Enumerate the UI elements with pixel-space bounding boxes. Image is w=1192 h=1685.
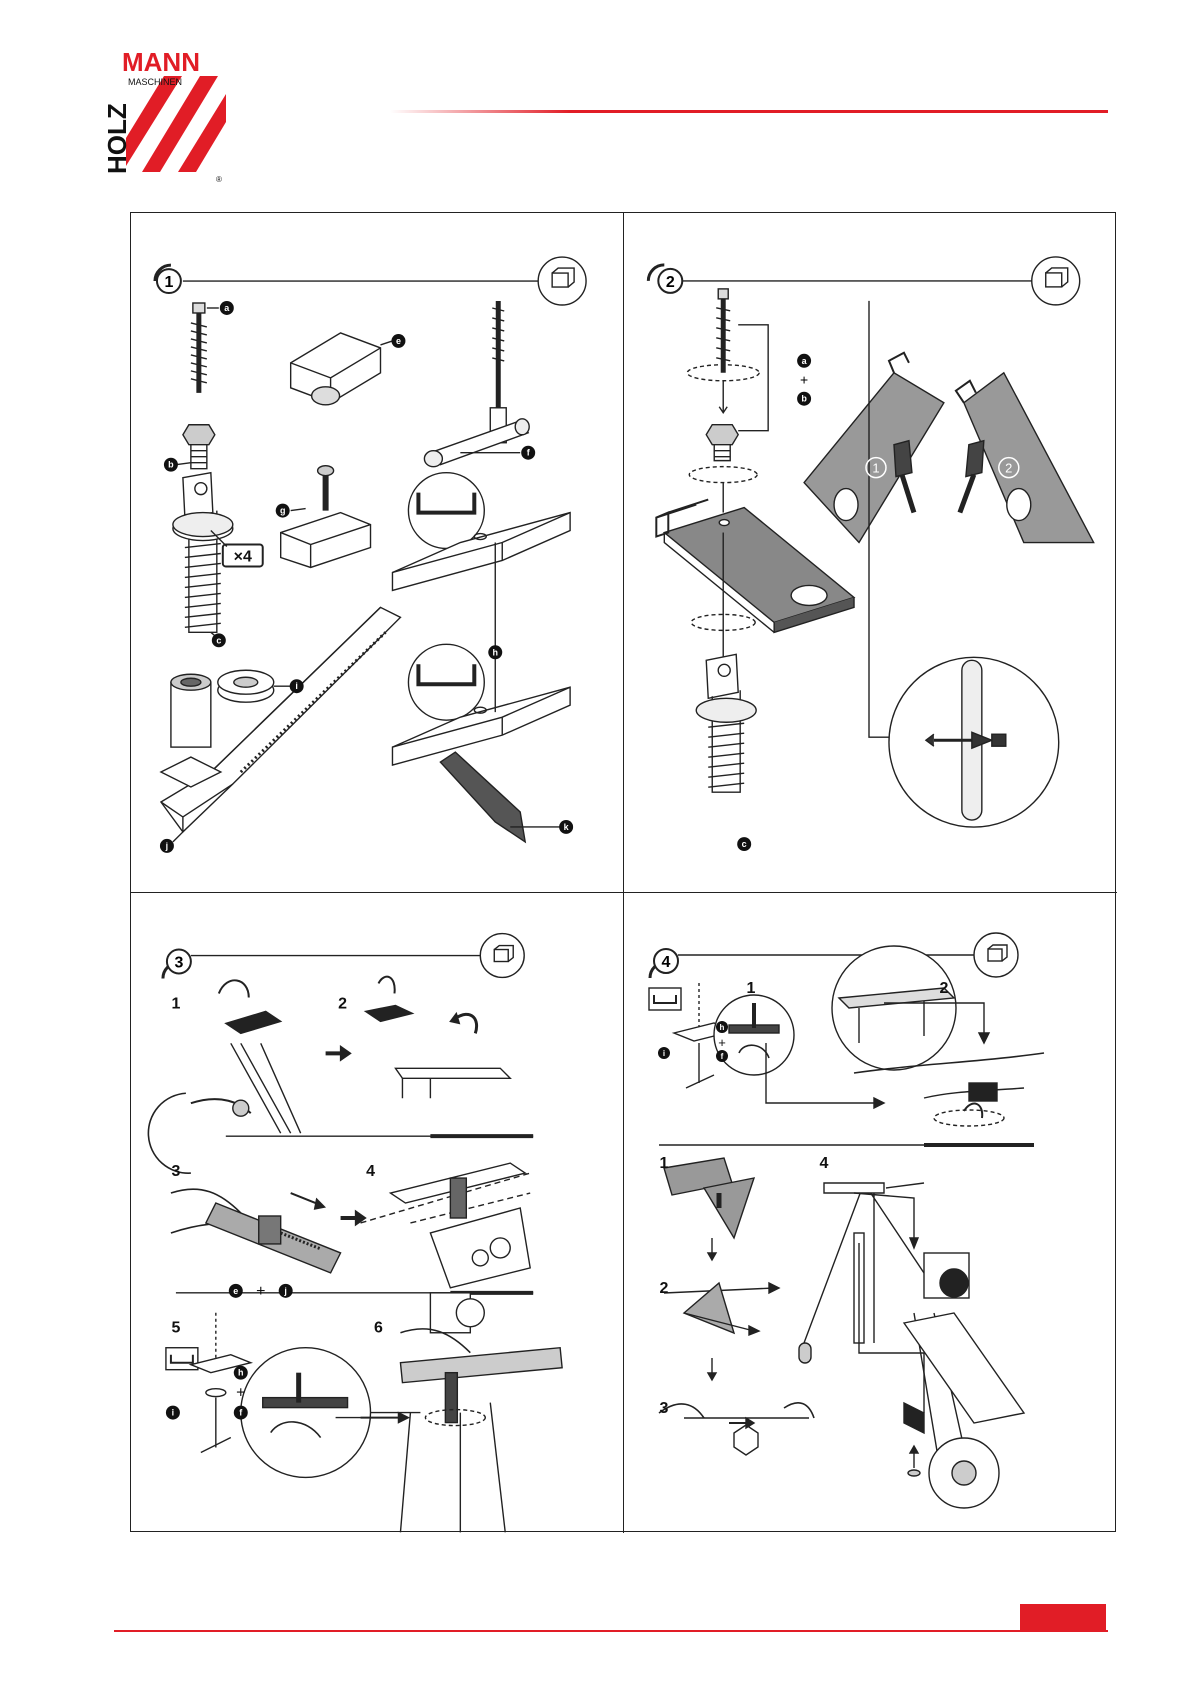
label-h: h [720,1023,725,1032]
label-h: h [493,647,498,657]
sub-step-1: 1 [171,995,180,1012]
panel-step-1: 1 a b c e f g h i j k ×4 [131,213,624,893]
bracket-2-label: 2 [1005,461,1012,476]
label-b: b [168,460,174,470]
header-rule [390,110,1108,113]
sub-step-1: 1 [747,980,756,997]
step-number: 1 [164,274,173,291]
logo-name: MANN [122,48,200,77]
plus-sign: + [800,372,808,388]
sub-step-2: 2 [338,995,347,1012]
label-c: c [216,635,221,645]
label-i: i [295,681,298,691]
footer-rule [114,1630,1108,1632]
holzmann-logo: MANN MASCHINEN HOLZ ® [104,48,244,184]
step-4-illustration: 4 1 2 1 2 3 4 h i f + [624,893,1117,1533]
sub-step-2: 2 [940,980,949,997]
label-j: j [165,841,169,851]
quantity-label: ×4 [234,548,252,565]
sub-step-4: 4 [366,1163,375,1180]
label-b: b [801,394,807,404]
bracket-1-label: 1 [872,461,879,476]
label-g: g [280,506,285,516]
logo-reg: ® [216,175,222,184]
label-i: i [172,1408,175,1418]
label-c: c [742,839,747,849]
panel-step-4: 4 1 2 1 2 3 4 h i f + [624,893,1117,1533]
lower-sub-step-3: 3 [660,1400,669,1417]
lower-sub-step-4: 4 [820,1155,829,1172]
label-f: f [239,1408,242,1418]
assembly-grid: 1 a b c e f g h i j k ×4 [130,212,1116,1532]
panel-step-2: 2 a b c + 1 2 [624,213,1117,893]
label-e: e [233,1286,238,1296]
step-number: 2 [666,274,675,291]
logo-sub: MASCHINEN [128,77,182,87]
label-f: f [721,1052,724,1061]
sub-step-5: 5 [171,1320,180,1337]
label-f: f [527,448,530,458]
sub-step-3: 3 [171,1163,180,1180]
step-3-illustration: 3 1 2 3 4 5 6 e j h i f + + [131,893,623,1533]
lower-sub-step-1: 1 [660,1155,669,1172]
page-number-tab [1020,1604,1106,1630]
plus-sign-2: + [236,1385,245,1402]
label-i: i [663,1049,665,1058]
logo-side: HOLZ [104,103,132,174]
label-k: k [564,822,569,832]
label-j: j [283,1286,287,1296]
sub-step-6: 6 [374,1320,383,1337]
panel-step-3: 3 1 2 3 4 5 6 e j h i f + + [131,893,624,1533]
step-number: 3 [174,954,183,971]
lower-sub-step-2: 2 [660,1280,669,1297]
plus-sign: + [718,1035,726,1050]
label-e: e [396,336,401,346]
step-2-illustration: 2 a b c + 1 2 [624,213,1117,892]
parts-illustration: 1 a b c e f g h i j k ×4 [131,213,623,892]
label-h: h [238,1368,243,1378]
plus-sign: + [256,1283,265,1300]
step-number: 4 [662,954,671,971]
